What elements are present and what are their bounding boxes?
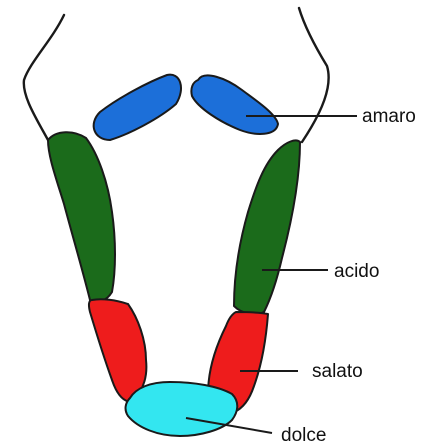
tongue-outline-left: [24, 15, 64, 140]
bitter-region-left: [94, 75, 181, 140]
label-sweet: dolce: [281, 425, 326, 445]
label-sour: acido: [334, 261, 379, 282]
salty-region-left: [89, 299, 146, 402]
sour-region-right: [234, 140, 300, 314]
sour-region-left: [48, 132, 115, 302]
bitter-region-right: [191, 75, 278, 133]
tongue-outline-right: [299, 8, 329, 142]
label-salty: salato: [312, 361, 363, 382]
sweet-region: [126, 382, 238, 436]
label-bitter: amaro: [362, 106, 416, 127]
